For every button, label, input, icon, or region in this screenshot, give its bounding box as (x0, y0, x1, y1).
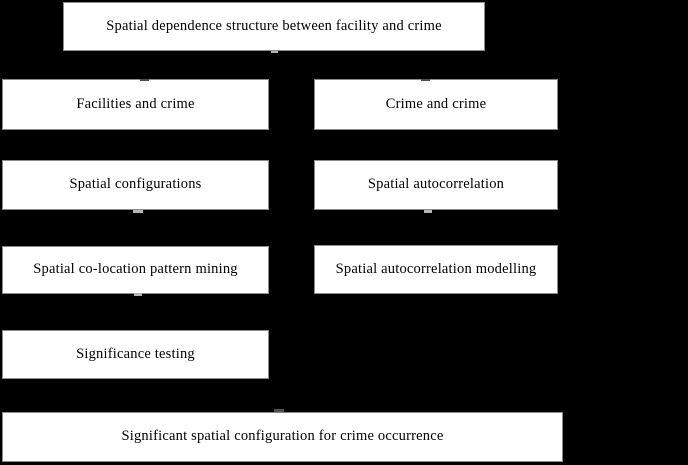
conclusion-box-label: Significant spatial configuration for cr… (121, 428, 444, 445)
title-box: Spatial dependence structure between fac… (63, 2, 485, 51)
conclusion-box: Significant spatial configuration for cr… (2, 412, 563, 462)
arrow-tail-artifact (424, 210, 432, 213)
box-spatial-configurations: Spatial configurations (2, 160, 269, 210)
arrow-tail-artifact (271, 51, 278, 53)
box-facilities-and-crime: Facilities and crime (2, 79, 269, 130)
box-spatial-autocorrelation-label: Spatial autocorrelation (367, 176, 505, 193)
box-crime-and-crime-label: Crime and crime (385, 95, 487, 112)
box-spatial-autocorrelation-modelling: Spatial autocorrelation modelling (314, 245, 558, 294)
title-box-label: Spatial dependence structure between fac… (106, 17, 442, 34)
box-significance-testing: Significance testing (2, 330, 269, 379)
arrow-tail-artifact (133, 210, 143, 213)
box-spatial-configurations-label: Spatial configurations (69, 176, 202, 193)
box-spatial-autocorrelation-modelling-label: Spatial autocorrelation modelling (335, 260, 537, 277)
box-facilities-and-crime-label: Facilities and crime (76, 95, 195, 112)
box-significance-testing-label: Significance testing (76, 345, 195, 362)
box-spatial-autocorrelation: Spatial autocorrelation (314, 160, 558, 210)
box-spatial-colocation-pattern-mining: Spatial co-location pattern mining (2, 246, 269, 294)
box-spatial-colocation-pattern-mining-label: Spatial co-location pattern mining (33, 261, 238, 278)
box-crime-and-crime: Crime and crime (314, 79, 558, 130)
